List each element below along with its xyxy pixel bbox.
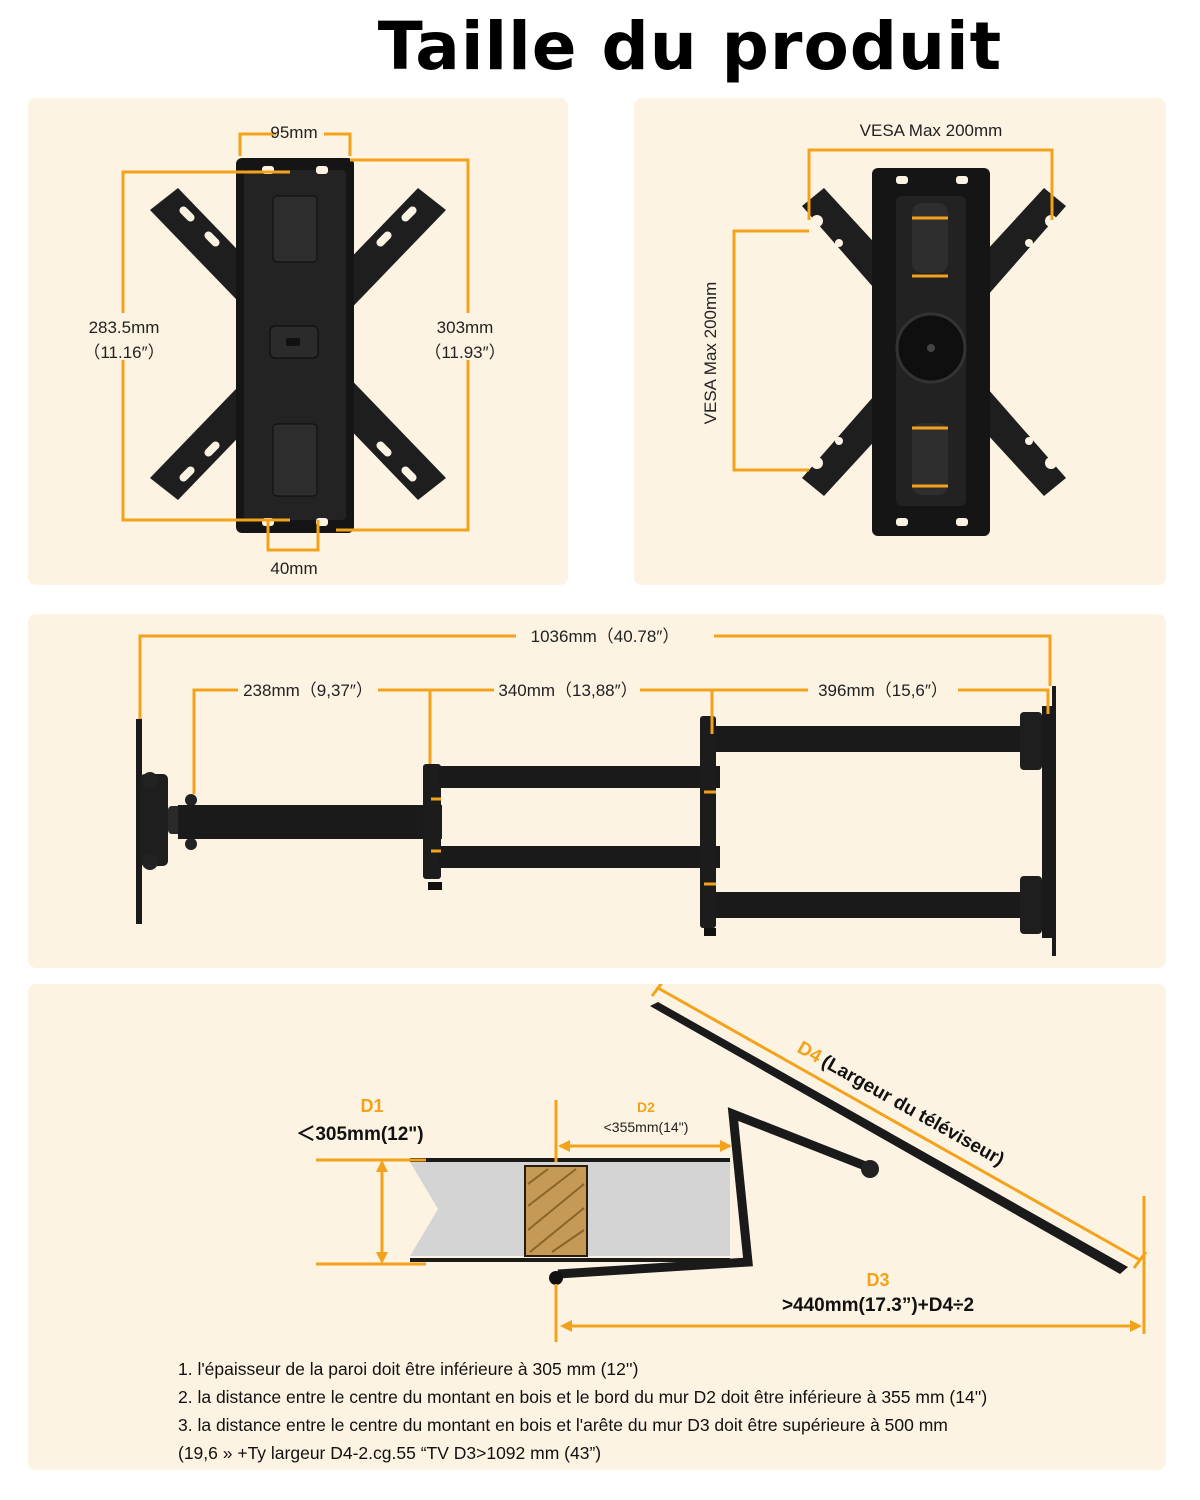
segment1-label: 238mm（9,37″） <box>243 681 373 700</box>
vesa-dimension-lines <box>732 148 1054 472</box>
segment2-label: 340mm（13,88″） <box>498 681 637 700</box>
vesa-horizontal-label: VESA Max 200mm <box>860 121 1003 140</box>
page-title: Taille du produit <box>377 8 1003 85</box>
panel-vesa: VESA Max 200mm VESA Max 200mm <box>634 98 1166 585</box>
panel-plate-dimensions: 95mm 40mm 283.5mm （11.16″） 303mm （11.93″… <box>28 98 568 585</box>
wood-stud <box>524 1165 588 1257</box>
d3-label: D3 <box>866 1270 889 1290</box>
vesa-diagram: VESA Max 200mm VESA Max 200mm <box>701 121 1066 536</box>
installation-notes: 1. l'épaisseur de la paroi doit être inf… <box>178 1355 987 1467</box>
panel-arm-extension: 1036mm（40.78″） 238mm（9,37″） 340mm（13,88″… <box>28 614 1166 968</box>
vesa-vertical-label: VESA Max 200mm <box>701 282 720 425</box>
note-3: 3. la distance entre le centre du montan… <box>178 1415 948 1435</box>
segment3-label: 396mm（15,6″） <box>818 681 948 700</box>
d2-value: <355mm(14") <box>604 1119 689 1135</box>
d2-label: D2 <box>637 1099 655 1115</box>
d1-value: ＜305mm(12") <box>296 1124 423 1145</box>
right-height-label: 303mm <box>437 318 494 337</box>
arm-dimension-lines <box>138 634 1052 794</box>
tv-panel <box>650 1002 1128 1274</box>
bottom-width-label: 40mm <box>270 559 317 578</box>
arm-extension-diagram: 1036mm（40.78″） 238mm（9,37″） 340mm（13,88″… <box>136 627 1056 956</box>
left-height-label: 283.5mm <box>89 318 160 337</box>
left-height-inch: （11.16″） <box>83 343 164 362</box>
panel-installation: D1 ＜305mm(12") D2 <355mm(14") D3 >440mm(… <box>28 984 1166 1470</box>
note-2: 2. la distance entre le centre du montan… <box>178 1387 988 1407</box>
arm-slots <box>179 206 417 482</box>
top-width-label: 95mm <box>270 123 317 142</box>
right-height-inch: （11.93″） <box>424 343 505 362</box>
d1-label: D1 <box>360 1096 383 1116</box>
dimension-lines <box>121 132 470 552</box>
note-4: (19,6 » +Ty largeur D4-2.cg.55 “TV D3>10… <box>178 1443 602 1463</box>
total-length-label: 1036mm（40.78″） <box>531 627 680 646</box>
installation-diagram: D1 ＜305mm(12") D2 <355mm(14") D3 >440mm(… <box>296 984 1148 1342</box>
plate-dimension-diagram: 95mm 40mm 283.5mm （11.16″） 303mm （11.93″… <box>83 123 505 578</box>
note-1: 1. l'épaisseur de la paroi doit être inf… <box>178 1359 639 1379</box>
d3-value: >440mm(17.3”)+D4÷2 <box>782 1295 974 1316</box>
